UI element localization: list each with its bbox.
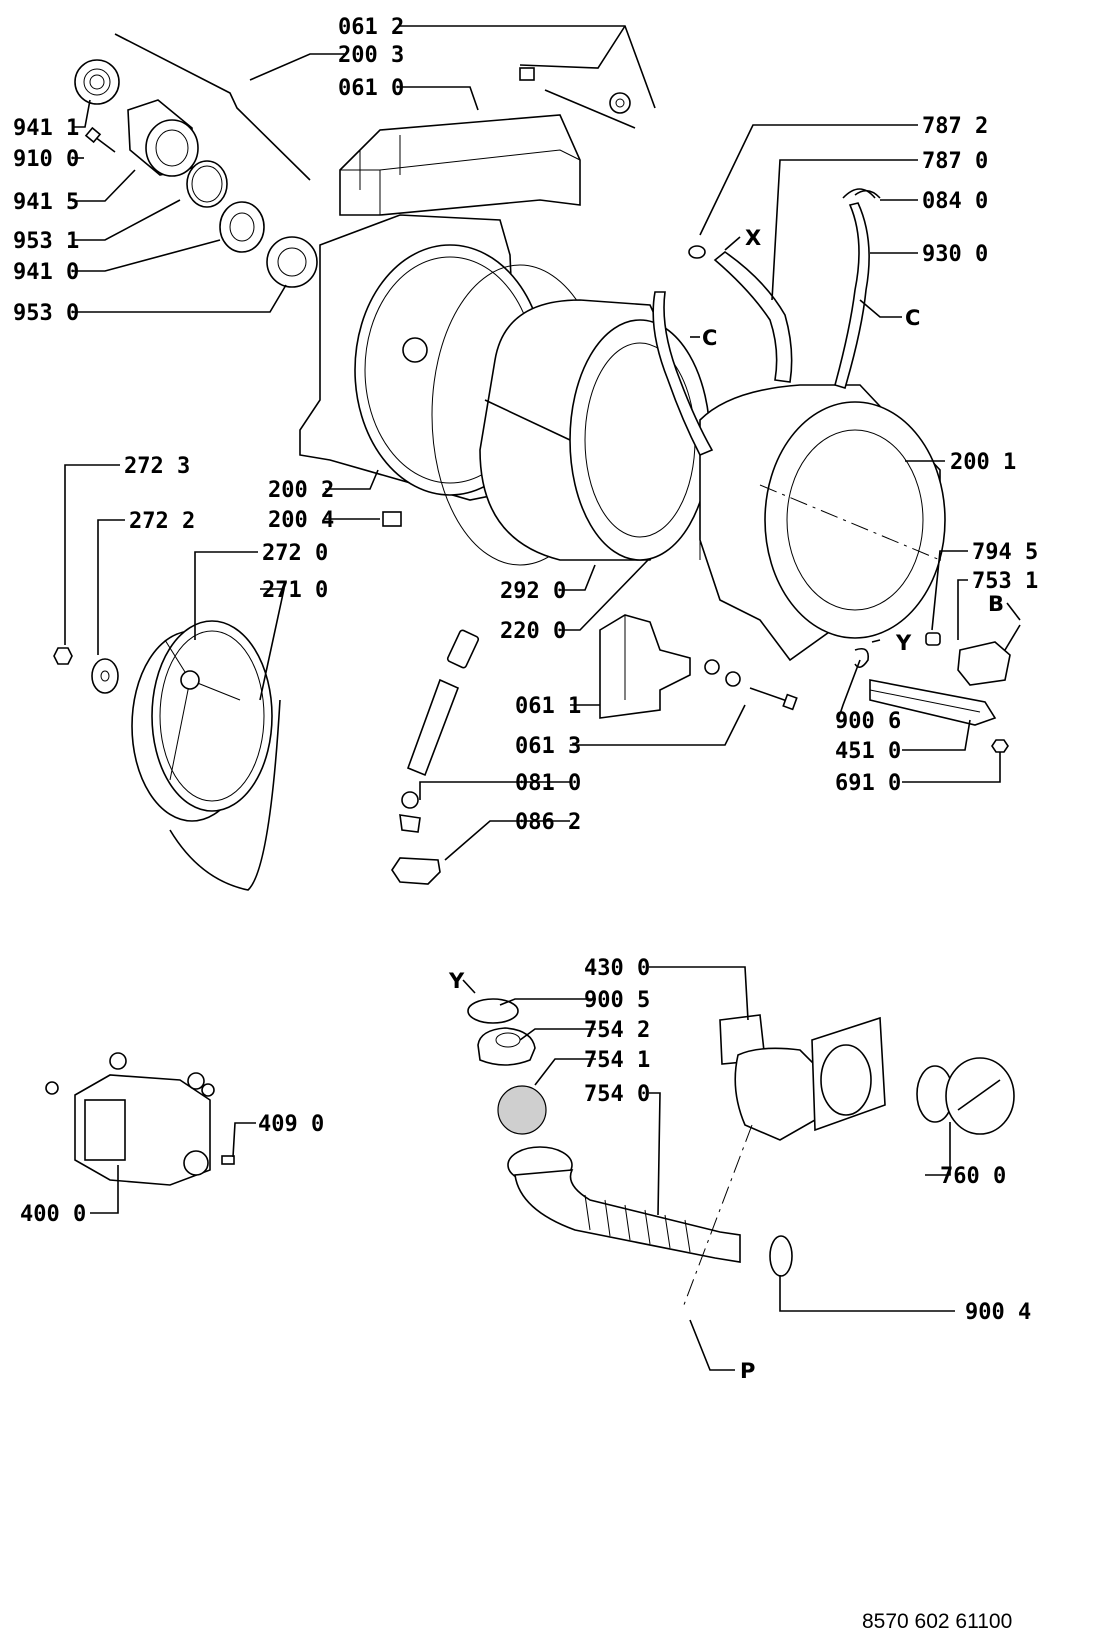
- tub-front-half-200-1: [699, 384, 946, 662]
- label-451-0: 451 0: [835, 739, 901, 764]
- label-271-0: 271 0: [262, 578, 328, 603]
- screw-910-0: [84, 126, 116, 153]
- label-200-3: 200 3: [338, 43, 404, 68]
- label-900-6: 900 6: [835, 709, 901, 734]
- label-691-0: 691 0: [835, 771, 901, 796]
- leader-lines: [64, 25, 1021, 1371]
- drain-hose-754-0: [507, 1146, 741, 1263]
- clamp-900-5: [467, 998, 519, 1024]
- label-200-2: 200 2: [268, 478, 334, 503]
- label-081-0: 081 0: [515, 771, 581, 796]
- label-b: B: [988, 592, 1004, 616]
- label-061-0: 061 0: [338, 76, 404, 101]
- label-x: X: [745, 226, 761, 250]
- bolt-set-061-3: [704, 659, 798, 711]
- label-272-0: 272 0: [262, 541, 328, 566]
- label-754-2: 754 2: [584, 1018, 650, 1043]
- label-p: P: [740, 1359, 755, 1383]
- label-272-3: 272 3: [124, 454, 190, 479]
- nut-272-3: [53, 647, 73, 665]
- pulley-272-0: [131, 620, 273, 822]
- label-061-2: 061 2: [338, 15, 404, 40]
- label-061-3: 061 3: [515, 734, 581, 759]
- ball-754-1: [497, 1085, 547, 1135]
- clamp-900-4: [769, 1235, 793, 1277]
- label-061-1: 061 1: [515, 694, 581, 719]
- counterweight-061-0: [339, 114, 581, 216]
- label-409-0: 409 0: [258, 1112, 324, 1137]
- label-754-0: 754 0: [584, 1082, 650, 1107]
- motor-400-0: [45, 1052, 215, 1186]
- thermostat-753-1: [957, 624, 1021, 686]
- o-ring-953-1: [186, 160, 228, 208]
- air-hose-787-0: [688, 245, 793, 383]
- drain-pump-430-0: [719, 1014, 886, 1141]
- label-760-0: 760 0: [940, 1164, 1006, 1189]
- heating-element-451-0: [869, 679, 997, 726]
- label-084-0: 084 0: [922, 189, 988, 214]
- label-y-1: Y: [895, 631, 912, 655]
- label-754-1: 754 1: [584, 1048, 650, 1073]
- washer-272-2: [91, 658, 119, 694]
- weight-fixing-061-2: [519, 67, 636, 129]
- label-753-1: 753 1: [972, 569, 1038, 594]
- label-220-0: 220 0: [500, 619, 566, 644]
- bearing-housing-941-5: [127, 99, 199, 177]
- label-941-1: 941 1: [13, 116, 79, 141]
- label-086-2: 086 2: [515, 810, 581, 835]
- bracket-086-2: [391, 857, 441, 885]
- label-953-1: 953 1: [13, 229, 79, 254]
- bearing-941-1: [74, 59, 120, 105]
- label-900-4: 900 4: [965, 1300, 1031, 1325]
- label-910-0: 910 0: [13, 147, 79, 172]
- spring-930-0-left: [652, 291, 714, 457]
- clip-409-0: [221, 1155, 235, 1165]
- hook-084-0: [842, 188, 876, 199]
- filter-760-0: [916, 1057, 1015, 1135]
- label-930-0: 930 0: [922, 242, 988, 267]
- seal-754-2: [477, 1027, 536, 1066]
- label-787-0: 787 0: [922, 149, 988, 174]
- label-200-1: 200 1: [950, 450, 1016, 475]
- label-900-5: 900 5: [584, 988, 650, 1013]
- label-430-0: 430 0: [584, 956, 650, 981]
- axis-line-1: [681, 1124, 753, 1311]
- clip-200-4: [382, 511, 402, 527]
- seal-953-0: [266, 236, 318, 288]
- nut-691-0: [991, 739, 1009, 753]
- label-794-5: 794 5: [972, 540, 1038, 565]
- bearing-941-0: [219, 201, 265, 253]
- label-941-0: 941 0: [13, 260, 79, 285]
- label-787-2: 787 2: [922, 114, 988, 139]
- label-200-4: 200 4: [268, 508, 334, 533]
- label-400-0: 400 0: [20, 1202, 86, 1227]
- label-272-2: 272 2: [129, 509, 195, 534]
- label-292-0: 292 0: [500, 579, 566, 604]
- label-c-2: C: [905, 306, 920, 330]
- document-number: 8570 602 61100: [862, 1610, 1012, 1633]
- spring-930-0: [834, 189, 881, 389]
- grommet-794-5: [925, 632, 941, 646]
- label-941-5: 941 5: [13, 190, 79, 215]
- clamp-900-6: [854, 647, 870, 668]
- shock-absorber-081-0: [399, 629, 480, 833]
- drum-220-0: [479, 299, 716, 561]
- drive-belt-271-0: [169, 699, 281, 891]
- label-953-0: 953 0: [13, 301, 79, 326]
- label-y-2: Y: [448, 969, 465, 993]
- counterweight-061-1: [599, 614, 691, 719]
- label-c-1: C: [702, 326, 717, 350]
